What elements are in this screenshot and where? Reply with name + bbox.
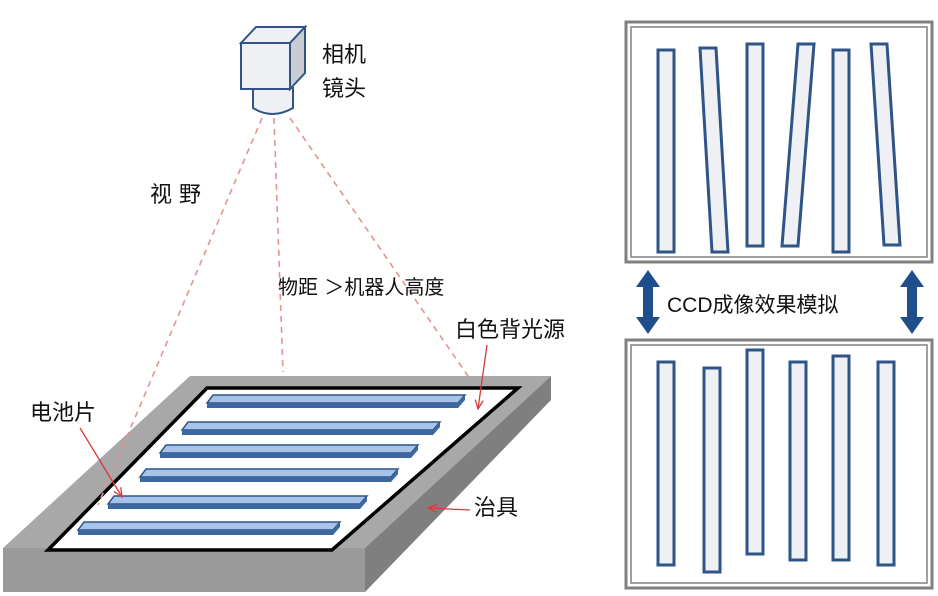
fixture-label: 治具 [474, 496, 518, 521]
cell-strip [106, 495, 369, 509]
double-arrow-right-icon [900, 270, 924, 334]
object-distance-label: 物距 ＞机器人高度 [278, 275, 444, 299]
camera-label-line2: 镜头 [322, 77, 366, 102]
cell-strip [76, 521, 342, 535]
field-of-view-lines [97, 117, 469, 506]
ccd-simulation-label: CCD成像效果模拟 [667, 294, 839, 317]
cell-strip [158, 444, 420, 458]
cell-strip [180, 421, 442, 435]
cell-strip [205, 394, 467, 408]
cell-pointer-arrow [79, 427, 122, 497]
fixture-pointer-arrow [428, 508, 471, 510]
backlight-pointer-arrow [478, 344, 488, 409]
backlight-label: 白色背光源 [455, 318, 565, 343]
camera-label-line1: 相机 [322, 43, 366, 68]
ccd-image-skewed-panel [624, 20, 934, 264]
cell-strip [138, 468, 400, 482]
battery-cells [76, 394, 467, 535]
field-of-view-label: 视 野 [150, 183, 201, 208]
ccd-image-aligned-panel [624, 338, 934, 590]
camera-icon [238, 24, 308, 115]
cell-label: 电池片 [30, 401, 96, 426]
double-arrow-left-icon [636, 270, 660, 334]
